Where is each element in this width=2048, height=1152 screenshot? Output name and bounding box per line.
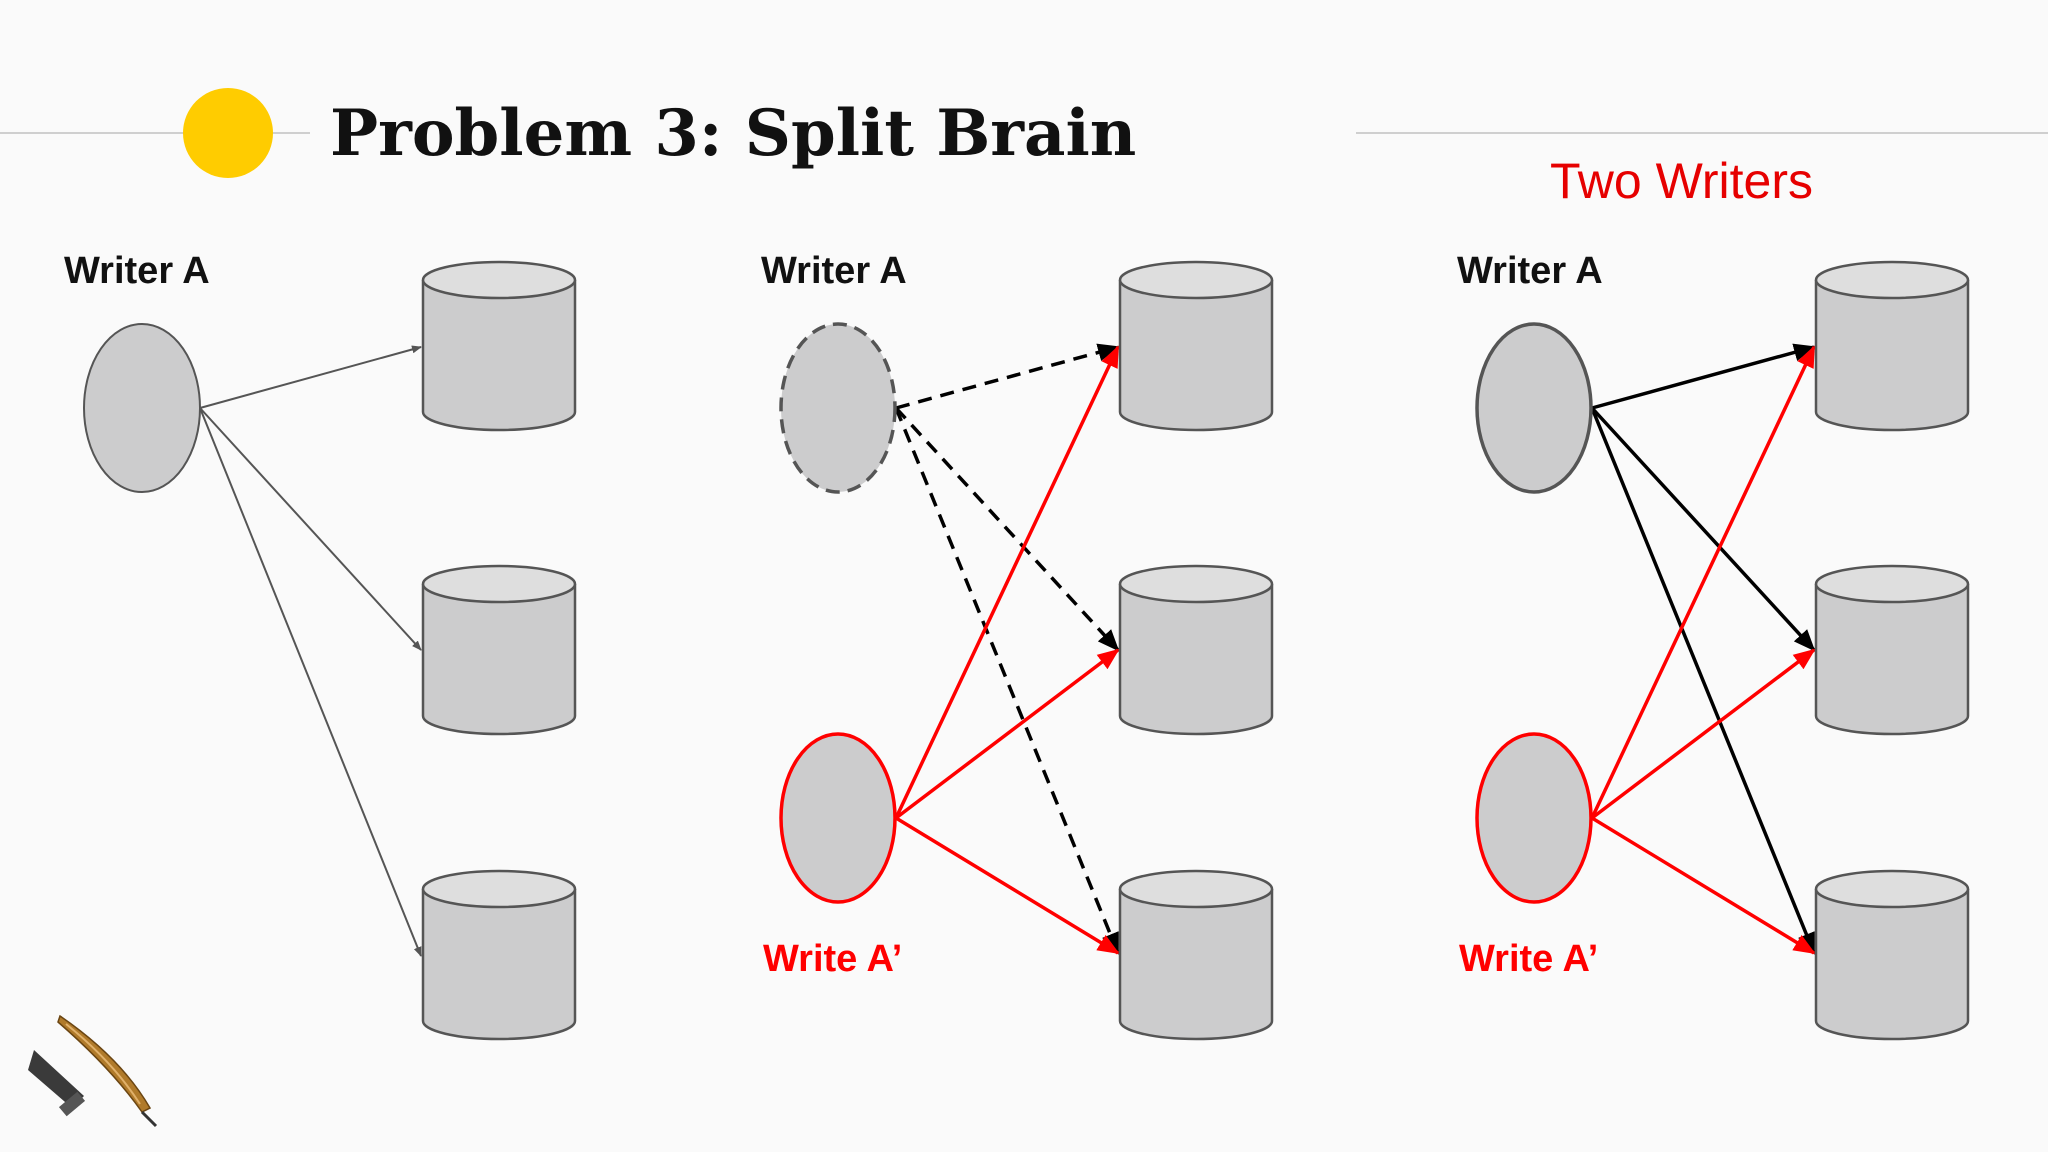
dashed-edge-a-db1 xyxy=(895,343,1120,410)
red-edge-a2-db1 xyxy=(1590,345,1816,819)
red-edge-a2-db1 xyxy=(894,345,1120,819)
panel-3 xyxy=(1475,260,1970,1041)
database-2 xyxy=(421,564,577,736)
slide-subtitle: Two Writers xyxy=(1550,153,1813,209)
panel-1 xyxy=(83,260,577,1041)
database-1 xyxy=(421,260,577,432)
writer-a-label: Writer A xyxy=(761,250,907,292)
database-2 xyxy=(1118,564,1274,736)
red-edge-a2-db3 xyxy=(895,816,1120,955)
dashed-edge-a-db3 xyxy=(894,407,1120,955)
database-2 xyxy=(1814,564,1970,736)
red-edge-a2-db2 xyxy=(1590,648,1816,820)
writer-a-prime-node xyxy=(779,732,897,904)
red-edge-a2-db3 xyxy=(1591,816,1816,955)
slide-title: Problem 3: Split Brain xyxy=(330,96,1137,171)
database-3 xyxy=(1118,869,1274,1041)
write-a-prime-label: Write A’ xyxy=(1459,938,1599,980)
black-edge-a-db1 xyxy=(1591,343,1816,410)
database-1 xyxy=(1118,260,1274,432)
accent-dot xyxy=(183,88,273,178)
edge-a-db3 xyxy=(199,407,422,957)
black-edge-a-db2 xyxy=(1590,406,1816,652)
write-a-prime-label: Write A’ xyxy=(763,938,903,980)
writer-a-node xyxy=(83,323,201,493)
database-1 xyxy=(1814,260,1970,432)
dashed-edge-a-db2 xyxy=(894,406,1120,652)
writer-a-prime-node xyxy=(1475,732,1593,904)
edge-a-db1 xyxy=(199,345,422,409)
writer-a-label: Writer A xyxy=(64,250,210,292)
black-edge-a-db3 xyxy=(1590,407,1816,955)
writer-a-dashed-node xyxy=(779,322,897,494)
panel-2 xyxy=(779,260,1274,1041)
writer-a-label: Writer A xyxy=(1457,250,1603,292)
edge-a-db2 xyxy=(199,407,422,651)
quill-feather-logo xyxy=(28,1014,158,1128)
writer-a-node xyxy=(1475,322,1593,494)
database-3 xyxy=(1814,869,1970,1041)
red-edge-a2-db2 xyxy=(894,648,1120,820)
database-3 xyxy=(421,869,577,1041)
